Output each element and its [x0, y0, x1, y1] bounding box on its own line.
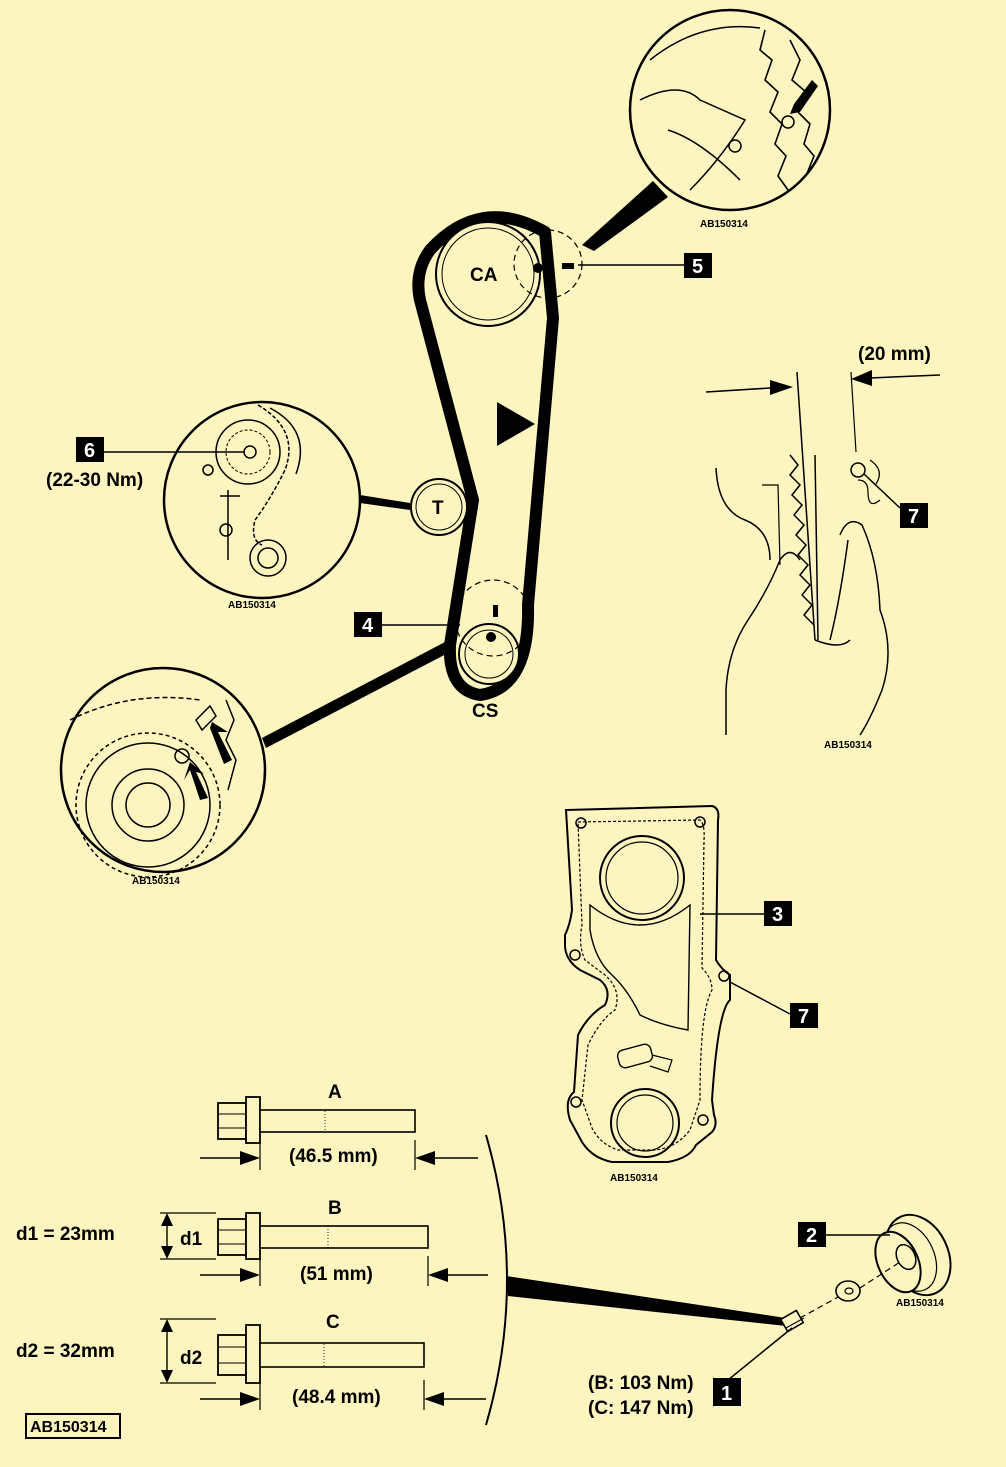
pulley-detail-caption: AB150314: [896, 1298, 944, 1309]
callout-7-upper: [900, 503, 928, 528]
main-reference: AB150314: [30, 1419, 107, 1436]
bolt-detail-wedge: [506, 1276, 786, 1326]
tensioner-detail-lens: [162, 400, 362, 600]
crankshaft-belt-mark: [493, 605, 498, 617]
svg-text:7: 7: [798, 1006, 809, 1028]
crankshaft-detail-caption: AB150314: [132, 876, 180, 887]
callout-1: [713, 1378, 741, 1406]
bolt-c: C d2 d2 = 32mm (48.4 mm): [16, 1312, 486, 1410]
callout-4: [354, 612, 382, 637]
tensioner-detail-caption: AB150314: [228, 600, 276, 611]
camshaft-detail: AB150314: [582, 8, 832, 251]
crankshaft-pulley-label: CS: [472, 701, 498, 722]
bolt-b-dia-spec: d1 = 23mm: [16, 1224, 115, 1245]
bolt-c-length: (48.4 mm): [292, 1387, 381, 1408]
main-reference-box: [25, 1413, 121, 1439]
svg-text:4: 4: [362, 615, 374, 637]
bolt-b-thread: [327, 1225, 429, 1249]
callout-5: [684, 253, 712, 278]
bolt-c-dia-symbol: d2: [180, 1348, 202, 1369]
washer: [835, 1280, 861, 1302]
camshaft-pulley-label: CA: [470, 265, 498, 286]
bolt-c-letter: C: [326, 1312, 340, 1333]
bolt-c-dia-spec: d2 = 32mm: [16, 1341, 115, 1362]
belt-deflection-spec: (20 mm): [858, 344, 931, 365]
rotation-direction-arrow: [497, 402, 535, 446]
bolt-b: B d1 d1 = 23mm (51 mm): [16, 1198, 488, 1286]
timing-belt: [412, 211, 559, 701]
crankshaft-detail-arrow-2: [184, 762, 208, 800]
bolt-b-length: (51 mm): [300, 1264, 373, 1285]
camshaft-belt-mark: [562, 263, 574, 269]
svg-text:2: 2: [806, 1225, 817, 1247]
camshaft-pulley: [435, 221, 541, 327]
crankshaft-timing-mark: [486, 632, 496, 642]
camshaft-detail-circle: [513, 229, 583, 299]
cover-crankshaft-opening: [610, 1088, 680, 1158]
crankshaft-detail-circle: [454, 579, 532, 657]
bolt-a-letter: A: [328, 1082, 342, 1103]
bolt-c-thread: [323, 1342, 425, 1368]
camshaft-timing-mark: [533, 263, 543, 273]
belt-deflection-detail: (20 mm) AB150314: [705, 344, 941, 751]
svg-text:3: 3: [772, 904, 783, 926]
timing-cover: AB150314: [564, 804, 731, 1184]
tensioner-pulley-label: T: [432, 498, 444, 519]
bolt-a: A (46.5 mm): [200, 1082, 478, 1170]
svg-text:7: 7: [908, 506, 919, 528]
cover-camshaft-opening: [599, 835, 685, 921]
crankshaft-detail: AB150314: [59, 642, 450, 887]
crankshaft-detail-lens: [59, 666, 267, 874]
callout-6: [76, 437, 104, 462]
svg-text:6: 6: [84, 440, 95, 462]
camshaft-detail-arrow: [790, 80, 818, 114]
bolt-detail-arc: [485, 1134, 508, 1426]
bolt-a-thread: [324, 1109, 416, 1133]
crankshaft-bolt: [779, 1309, 805, 1333]
callout-7-lower: [790, 1003, 818, 1028]
tensioner-detail: AB150314: [162, 400, 410, 611]
belt-deflection-dowel: [850, 462, 866, 478]
timing-belt-assembly: CA T CS: [410, 211, 583, 722]
crankshaft-detail-arrow-1: [206, 722, 232, 764]
callout-2: [798, 1222, 826, 1247]
tensioner-pulley: [410, 478, 468, 536]
bolt-b-dia-symbol: d1: [180, 1229, 203, 1250]
bolt-torque-b: (B: 103 Nm): [588, 1373, 694, 1394]
camshaft-detail-lens: [628, 8, 832, 212]
cover-detail-caption: AB150314: [610, 1173, 658, 1184]
bolt-b-letter: B: [328, 1198, 342, 1219]
svg-text:5: 5: [692, 256, 703, 278]
hand-detail-caption: AB150314: [824, 740, 872, 751]
crankshaft-pulley: [458, 623, 520, 685]
callout-3: [764, 901, 792, 926]
bolt-a-length: (46.5 mm): [289, 1146, 378, 1167]
bolt-torque-c: (C: 147 Nm): [588, 1398, 694, 1419]
crankshaft-pulley-detail: AB150314: [874, 1213, 952, 1309]
camshaft-detail-caption: AB150314: [700, 219, 748, 230]
svg-text:1: 1: [721, 1383, 732, 1405]
tensioner-torque-spec: (22-30 Nm): [46, 470, 143, 491]
